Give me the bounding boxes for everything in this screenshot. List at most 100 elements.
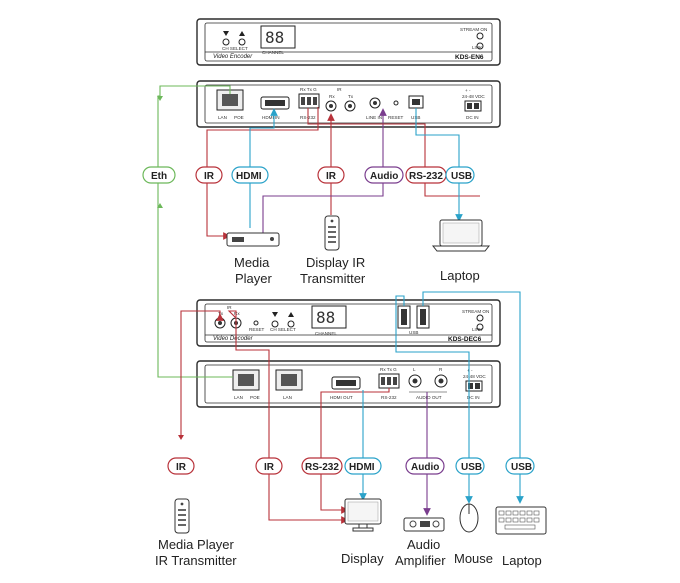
tag-audio-top: Audio	[364, 166, 404, 184]
svg-text:RS-232: RS-232	[409, 171, 443, 182]
dec-stream-on-label: STREAM ON	[462, 309, 489, 314]
keyboard-icon	[495, 506, 547, 535]
dec-ch-down-icon	[272, 312, 278, 317]
dec-ir-rx-label: Rx	[234, 311, 240, 316]
dec-stream-led	[476, 314, 484, 322]
amplifier-caption-1: Audio	[407, 537, 440, 552]
svg-text:RS-232: RS-232	[305, 462, 339, 473]
tag-ir-top-2: IR	[317, 166, 345, 184]
dec-ir-tx-label: Tx	[218, 311, 224, 316]
dec-rs232-pins: Rx Tx G	[380, 367, 397, 372]
dec-dc-in-port[interactable]	[465, 380, 483, 392]
decoder-rear-panel: LAN POE LAN HDMI OUT Rx Tx G RS-232 L R …	[196, 360, 501, 408]
laptop-bottom-caption: Laptop	[502, 553, 542, 568]
laptop-top-icon	[431, 219, 491, 252]
tag-ir-top-1: IR	[195, 166, 223, 184]
svg-text:IR: IR	[264, 462, 275, 473]
encoder-rear-panel: LAN POE HDMI IN Rx Tx G RS-232 IR Rx Tx …	[196, 80, 501, 128]
amplifier-caption-2: Amplifier	[395, 553, 446, 568]
svg-text:Audio: Audio	[370, 171, 398, 182]
hdmi-in-label: HDMI IN	[262, 115, 280, 120]
amplifier-icon	[403, 517, 445, 532]
usb-mouse-cable	[395, 295, 473, 504]
channel-display	[260, 25, 296, 49]
svg-text:USB: USB	[451, 171, 472, 182]
tag-ir-bottom-1: IR	[167, 457, 195, 475]
mp-ir-caption-2: IR Transmitter	[155, 553, 237, 568]
mp-ir-caption-1: Media Player	[158, 537, 235, 552]
decoder-name: Video Decoder	[213, 336, 254, 342]
encoder-name: Video Encoder	[213, 54, 253, 60]
svg-text:IR: IR	[176, 462, 187, 473]
dec-channel-digits: 88	[316, 308, 335, 327]
link-led	[476, 42, 484, 50]
ir-media-player-cable	[206, 107, 319, 240]
svg-text:USB: USB	[511, 462, 532, 473]
dec-poe-label: POE	[250, 395, 260, 400]
enc-rs232-pins: Rx Tx G	[300, 87, 317, 92]
ir-display-cable-bottom	[227, 310, 349, 524]
ch-down-button[interactable]	[222, 38, 230, 46]
svg-text:HDMI: HDMI	[236, 171, 262, 182]
dec-link-label: LINK	[472, 327, 483, 332]
svg-text:USB: USB	[461, 462, 482, 473]
dec-ch-select-label: CH SELECT	[270, 327, 296, 332]
poe-label: POE	[234, 115, 244, 120]
channel-label: CHANNEL	[262, 50, 284, 55]
display-ir-caption-1: Display IR	[306, 255, 365, 270]
ch-up-button[interactable]	[238, 38, 246, 46]
lan-label: LAN	[218, 115, 227, 120]
tag-rs232-top: RS-232	[405, 166, 447, 184]
line-in-label: LINE IN	[366, 115, 382, 120]
tag-usb-bottom-1: USB	[455, 457, 485, 475]
audio-out-label: AUDIO OUT	[416, 395, 442, 400]
svg-text:Eth: Eth	[151, 171, 167, 182]
dec-ch-up-button[interactable]	[287, 320, 295, 328]
svg-text:IR: IR	[204, 171, 215, 182]
dec-lan-label: LAN	[234, 395, 243, 400]
reset-button[interactable]	[393, 100, 399, 106]
mp-ir-transmitter-icon	[174, 498, 190, 534]
encoder-model: KDS-EN6	[455, 54, 484, 61]
tag-eth: Eth	[142, 166, 176, 184]
dec-ir-label: IR	[227, 305, 232, 310]
ir-mp-transmitter-cable	[180, 310, 224, 435]
ch-select-label: CH SELECT	[222, 46, 248, 51]
dec-rs232-label: RS-232	[381, 395, 397, 400]
enc-polarity: + -	[465, 88, 471, 93]
display-caption: Display	[341, 551, 384, 566]
audio-l-label: L	[413, 367, 416, 372]
encoder-front-panel: CH SELECT 88 CHANNEL Video Encoder STREA…	[196, 18, 501, 66]
stream-led	[476, 32, 484, 40]
usb-laptop-cable	[422, 291, 524, 504]
dc-in-port[interactable]	[464, 100, 482, 112]
tag-ir-bottom-2: IR	[255, 457, 283, 475]
media-player-icon	[226, 232, 280, 247]
reset-label: RESET	[388, 115, 404, 120]
stream-on-label: STREAM ON	[460, 27, 487, 32]
dec-ch-up-icon	[288, 312, 294, 317]
enc-ir-label: IR	[337, 87, 342, 92]
dec-channel-label: CHANNEL	[315, 331, 337, 336]
dec-lan2-label: LAN	[283, 395, 292, 400]
display-icon	[344, 498, 382, 532]
dec-dc-in-label: DC IN	[467, 395, 480, 400]
enc-voltage: 24-48 VDC	[462, 94, 485, 99]
media-player-caption-1: Media	[234, 255, 270, 270]
mouse-caption: Mouse	[454, 551, 493, 566]
svg-text:HDMI: HDMI	[349, 462, 375, 473]
dec-channel-display	[311, 305, 347, 329]
ir-tx-label: Tx	[348, 94, 354, 99]
dec-ch-down-button[interactable]	[271, 320, 279, 328]
rs232-cable	[307, 108, 480, 197]
dec-polarity: + -	[467, 368, 473, 373]
audio-cable	[262, 108, 387, 236]
mouse-icon	[459, 503, 479, 533]
tag-hdmi-top: HDMI	[231, 166, 269, 184]
dec-voltage: 24-48 VDC	[463, 374, 486, 379]
svg-text:Audio: Audio	[411, 462, 439, 473]
laptop-top-caption: Laptop	[440, 268, 480, 283]
dec-reset-button[interactable]	[253, 320, 259, 326]
dec-reset-label: RESET	[249, 327, 265, 332]
